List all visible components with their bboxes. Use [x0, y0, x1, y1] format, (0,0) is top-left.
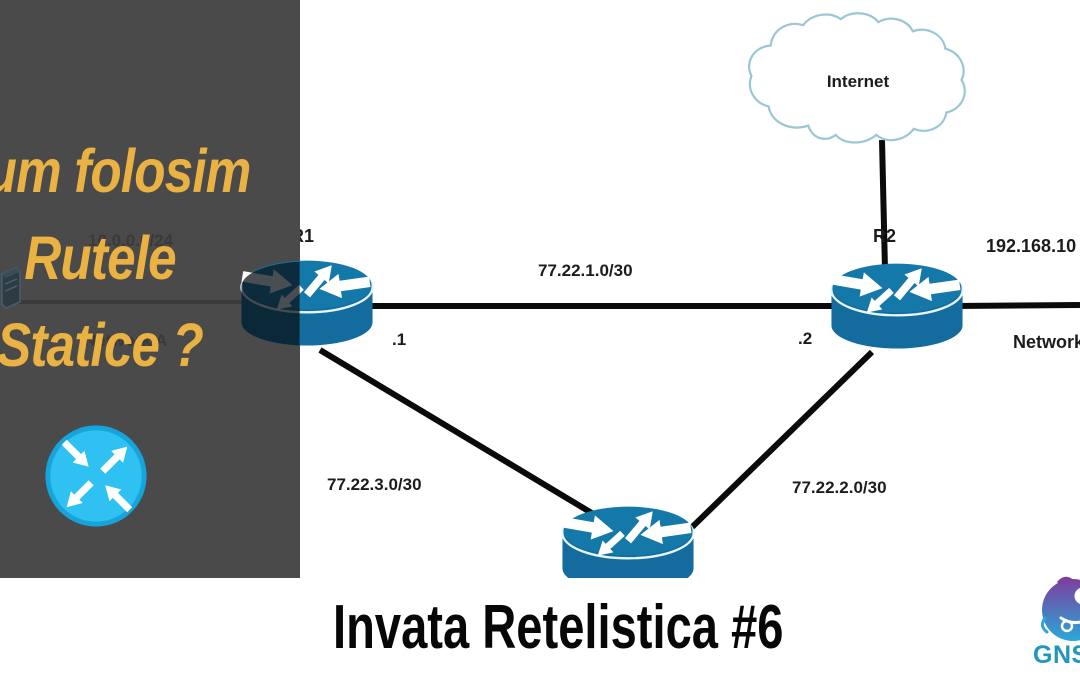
panel-title: Cum folosim Rutele Statice ? — [0, 128, 268, 389]
gns3-logo-icon — [1030, 574, 1080, 649]
panel-shadow-overlay — [241, 261, 300, 346]
link-r2-r3 — [682, 349, 875, 537]
faint-subnet-label: 10.0.0.0/24 — [88, 231, 174, 250]
subnet-label-r1-r3: 77.22.3.0/30 — [327, 475, 422, 494]
link-internet-r2 — [879, 139, 888, 271]
faint-network-a-label: Network A — [84, 331, 168, 350]
link-r2-networkb — [954, 302, 1080, 309]
footer-title: Invata Retelistica #6 — [333, 593, 784, 662]
panel-title-line-1: Cum folosim — [0, 137, 251, 205]
panel-title-line-3: Statice ? — [0, 311, 204, 379]
router-r2-icon — [823, 259, 971, 355]
subnet-label-r1-r2: 77.22.1.0/30 — [538, 261, 633, 280]
interface-label-r1: .1 — [392, 330, 407, 349]
panel-title-line-2: Rutele — [24, 224, 176, 292]
subnet-label-r2-r3: 77.22.2.0/30 — [792, 478, 887, 497]
subnet-label-right: 192.168.10 — [986, 236, 1077, 256]
internet-label: Internet — [826, 72, 890, 91]
interface-label-r2: .2 — [798, 329, 813, 348]
gns3-logo-text: GNS3 — [1033, 641, 1080, 669]
router-r2-label: R2 — [873, 226, 897, 246]
router-badge-icon — [43, 423, 149, 534]
faint-link-line — [14, 300, 244, 304]
switch-icon — [0, 264, 22, 315]
internet-cloud-icon — [744, 12, 970, 151]
network-b-label: Network — [1013, 332, 1080, 352]
router-r1-icon — [233, 256, 381, 352]
link-r1-r3 — [318, 347, 612, 527]
router-r3-icon — [554, 502, 702, 578]
